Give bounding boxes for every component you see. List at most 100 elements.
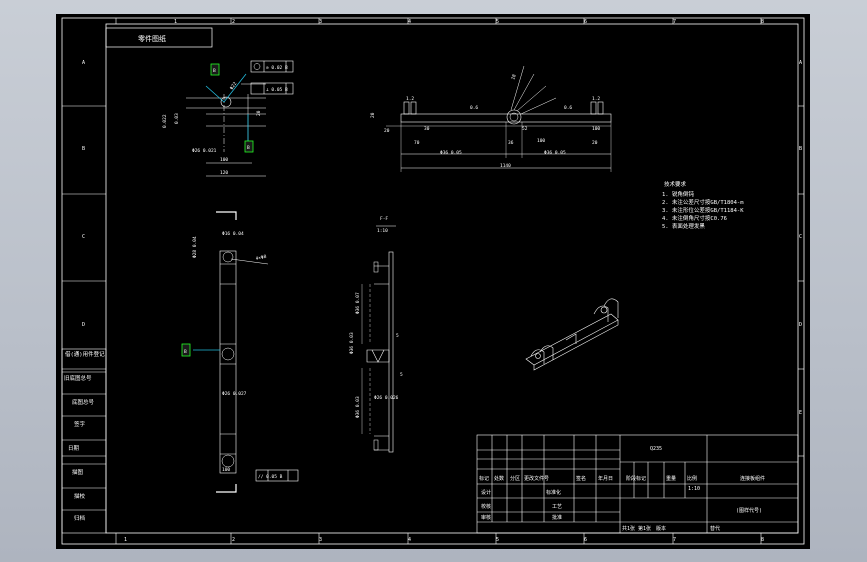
svg-text:替代: 替代 <box>710 525 720 532</box>
svg-text:签字: 签字 <box>74 420 86 428</box>
front-elevation-view: B Φ16 0.04 Φ28 0.04 4×Φ8 Φ26 0.027 100 /… <box>181 211 299 493</box>
svg-text:比例: 比例 <box>687 475 697 482</box>
svg-text:6: 6 <box>584 19 587 25</box>
svg-text:8: 8 <box>761 537 764 543</box>
svg-text:52: 52 <box>522 126 528 132</box>
left-side-view: B B ⊙ 0.02 B ⊥ 0.05 B 0.022 0.03 Φ26 0.0… <box>162 60 294 177</box>
svg-text:0.6: 0.6 <box>564 105 572 111</box>
svg-text:70: 70 <box>414 140 420 146</box>
svg-text:C: C <box>82 234 85 240</box>
svg-text:5: 5 <box>396 333 399 339</box>
svg-text:描图: 描图 <box>72 468 84 476</box>
svg-text:2: 2 <box>232 537 235 543</box>
svg-text:2: 2 <box>232 19 235 25</box>
svg-text:5. 表面处理发黑: 5. 表面处理发黑 <box>662 222 705 230</box>
outer-frame <box>61 17 805 545</box>
svg-text:0.022: 0.022 <box>162 114 168 128</box>
left-stamp-table <box>61 348 107 534</box>
svg-text:1: 1 <box>174 19 177 25</box>
svg-text:Φ36 0.03: Φ36 0.03 <box>349 332 355 354</box>
section-view-f-f: F-F 1:10 Φ36 0.07 Φ36 0.03 Φ36 0.03 Φ26 … <box>349 216 403 453</box>
svg-text:分区: 分区 <box>510 475 520 482</box>
svg-text:30: 30 <box>424 126 430 132</box>
svg-text:D: D <box>799 322 802 328</box>
svg-text:B: B <box>799 146 802 152</box>
svg-text:技术要求: 技术要求 <box>664 180 687 188</box>
svg-text:Φ36 0.07: Φ36 0.07 <box>355 292 361 314</box>
left-stamp-labels: 借(通)用件登记 旧底图总号 底图总号 签字 日期 描图 描校 归档 <box>64 350 105 522</box>
svg-text:共1张 第1张: 共1张 第1张 <box>622 525 651 532</box>
technical-requirements: 技术要求 1. 锐角倒钝 2. 未注公差尺寸按GB/T1804-m 3. 未注形… <box>662 180 744 230</box>
svg-text:7: 7 <box>673 19 676 25</box>
svg-text:1140: 1140 <box>500 163 511 169</box>
svg-text:⊥ 0.05 B: ⊥ 0.05 B <box>266 87 288 93</box>
svg-text:1.2: 1.2 <box>592 96 600 102</box>
svg-text:4: 4 <box>408 19 411 25</box>
svg-text:D: D <box>82 322 85 328</box>
svg-text:工艺: 工艺 <box>552 504 562 510</box>
svg-text:3: 3 <box>319 19 322 25</box>
svg-text:Φ16 0.04: Φ16 0.04 <box>222 231 244 237</box>
svg-text:Φ36 0.03: Φ36 0.03 <box>355 396 361 418</box>
svg-text:1:10: 1:10 <box>688 486 700 492</box>
svg-text:描校: 描校 <box>74 492 86 500</box>
svg-text:6: 6 <box>584 537 587 543</box>
svg-text:B: B <box>184 349 187 355</box>
reference-box-label: 零件图纸 <box>138 34 166 43</box>
svg-text:Q235: Q235 <box>650 446 662 452</box>
svg-text:底图总号: 底图总号 <box>72 398 95 406</box>
svg-text:100: 100 <box>220 157 228 163</box>
reference-box <box>105 27 213 48</box>
svg-text:1.2: 1.2 <box>406 96 414 102</box>
svg-text:处数: 处数 <box>494 475 504 482</box>
svg-text:18: 18 <box>510 73 518 80</box>
svg-text:36: 36 <box>508 140 514 146</box>
svg-text:C: C <box>799 234 802 240</box>
datum-marker-2 <box>244 140 254 153</box>
svg-text:更改文件号: 更改文件号 <box>524 475 549 482</box>
svg-text:Φ28 0.04: Φ28 0.04 <box>192 236 198 258</box>
drawing-sheet[interactable]: 1 2 3 4 5 6 7 8 1 2 3 4 5 6 7 8 A B C D … <box>56 14 810 549</box>
svg-text:签名: 签名 <box>576 475 586 482</box>
svg-text:20: 20 <box>592 140 598 146</box>
svg-text:7: 7 <box>673 537 676 543</box>
drawing-canvas: 1 2 3 4 5 6 7 8 1 2 3 4 5 6 7 8 A B C D … <box>61 17 805 545</box>
svg-text:标准化: 标准化 <box>546 489 561 496</box>
svg-text:设计: 设计 <box>481 489 491 496</box>
svg-text:B: B <box>247 145 250 151</box>
svg-text:100: 100 <box>592 126 600 132</box>
svg-text:2. 未注公差尺寸按GB/T1804-m: 2. 未注公差尺寸按GB/T1804-m <box>662 198 744 206</box>
svg-text:归档: 归档 <box>74 514 86 522</box>
svg-text:年月日: 年月日 <box>598 475 613 482</box>
datum-marker-3 <box>181 343 191 357</box>
svg-text:B: B <box>213 68 216 74</box>
svg-text:标记: 标记 <box>479 475 489 482</box>
isometric-view <box>525 298 619 371</box>
title-block <box>476 434 799 534</box>
title-block-text: Q235 连接板组件 (图样代号) 1:10 标记 处数 分区 更改文件号 签名… <box>479 446 765 532</box>
svg-text:// 0.05 B: // 0.05 B <box>258 474 283 480</box>
svg-text:Φ36 0.05: Φ36 0.05 <box>440 150 462 156</box>
svg-text:A: A <box>82 60 85 66</box>
svg-text:阶段标记: 阶段标记 <box>626 475 646 482</box>
svg-text:20: 20 <box>256 110 262 116</box>
svg-text:重量: 重量 <box>666 475 676 482</box>
svg-text:100: 100 <box>222 467 230 473</box>
svg-text:Φ26 0.021: Φ26 0.021 <box>192 148 217 154</box>
inner-frame <box>105 23 799 534</box>
svg-text:Φ26 0.027: Φ26 0.027 <box>222 391 247 397</box>
svg-text:审核: 审核 <box>481 514 491 521</box>
svg-text:A: A <box>799 60 802 66</box>
svg-text:连接板组件: 连接板组件 <box>740 475 765 482</box>
svg-text:1: 1 <box>124 537 127 543</box>
svg-text:20: 20 <box>384 128 390 134</box>
svg-text:Φ26 0.026: Φ26 0.026 <box>374 395 399 401</box>
svg-text:批准: 批准 <box>552 514 562 521</box>
svg-text:⊙ 0.02 B: ⊙ 0.02 B <box>266 65 288 71</box>
svg-text:3. 未注形位公差按GB/T1184-K: 3. 未注形位公差按GB/T1184-K <box>662 206 744 214</box>
svg-text:(图样代号): (图样代号) <box>736 507 762 514</box>
svg-text:4×Φ8: 4×Φ8 <box>255 254 267 262</box>
svg-text:借(通)用件登记: 借(通)用件登记 <box>65 350 105 358</box>
top-plan-view: 1.2 20 0.6 0.6 1.2 Φ36 0.05 Φ36 0.05 114… <box>370 65 612 172</box>
svg-text:版本: 版本 <box>656 525 666 532</box>
